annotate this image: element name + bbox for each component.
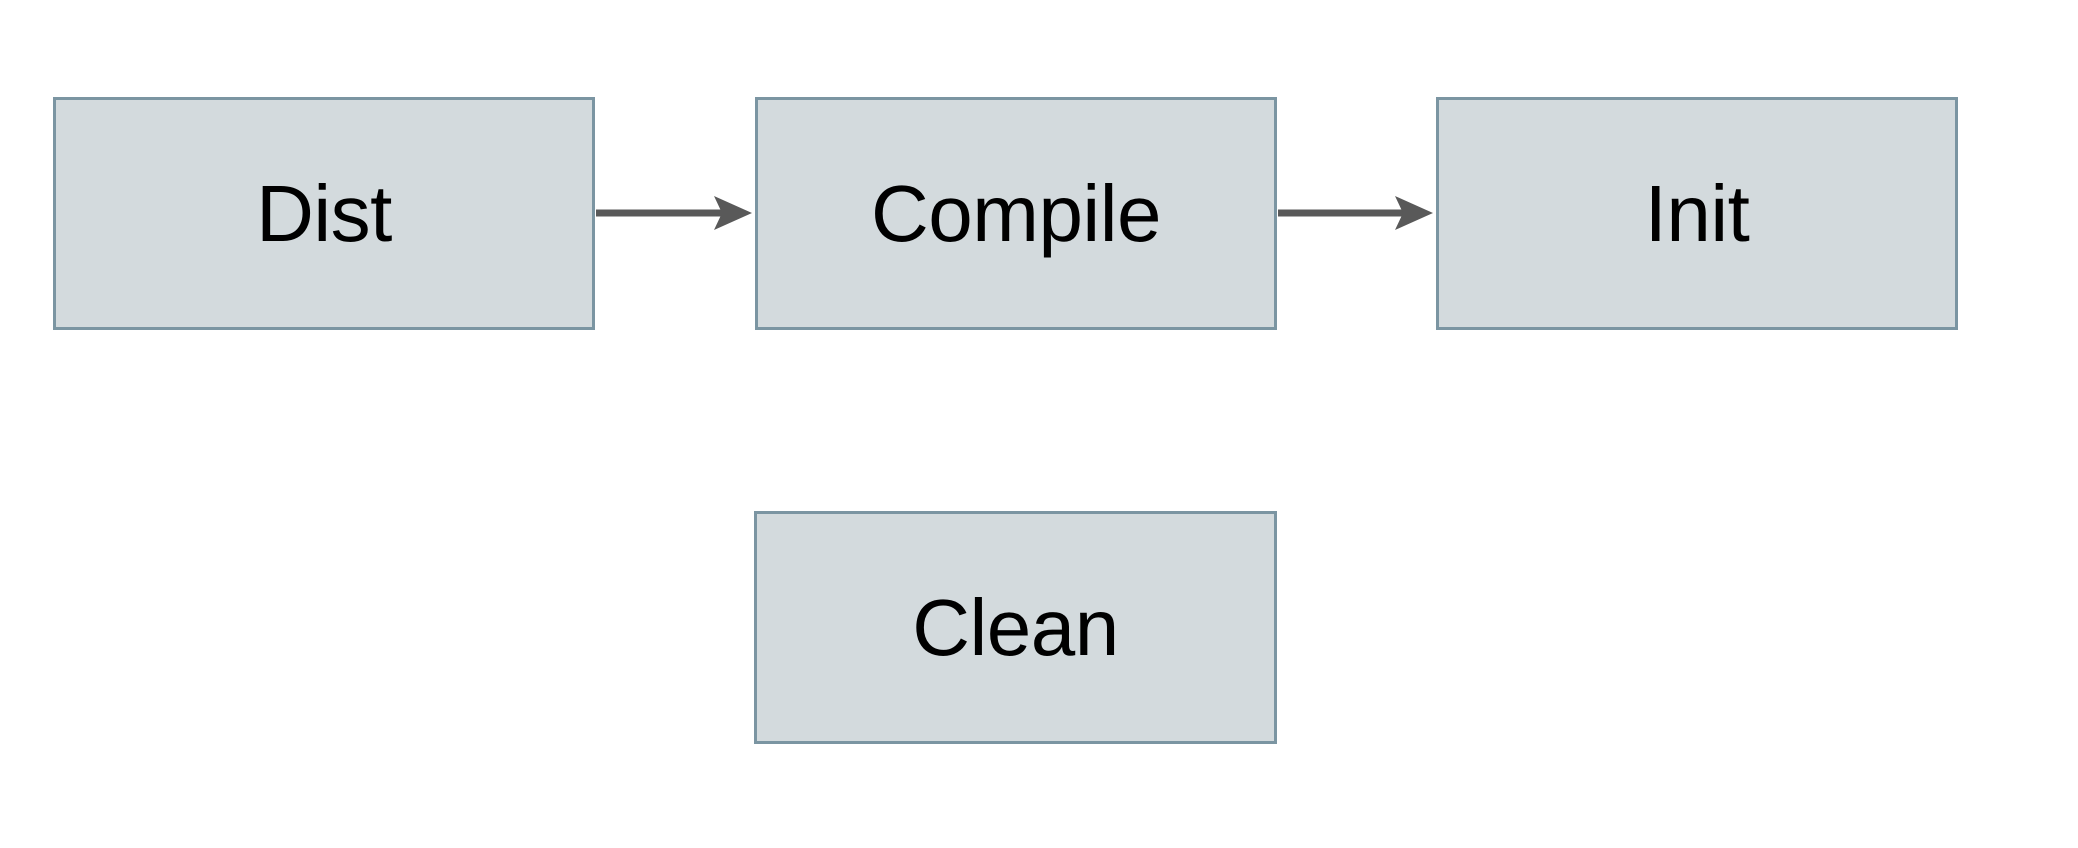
edge-dist-to-compile: [596, 196, 752, 230]
node-label-init: Init: [1644, 168, 1750, 258]
node-label-clean: Clean: [912, 582, 1119, 672]
node-label-compile: Compile: [871, 168, 1161, 258]
node-clean[interactable]: Clean: [754, 511, 1277, 744]
node-init[interactable]: Init: [1436, 97, 1958, 330]
node-label-dist: Dist: [256, 168, 392, 258]
node-dist[interactable]: Dist: [53, 97, 595, 330]
edge-compile-to-init: [1278, 196, 1433, 230]
node-compile[interactable]: Compile: [755, 97, 1277, 330]
